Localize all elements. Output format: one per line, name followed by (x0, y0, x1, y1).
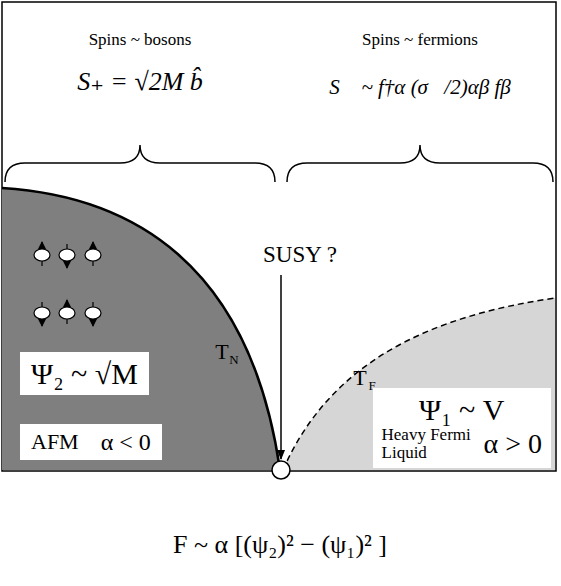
susy-arrow (280, 275, 282, 459)
fermi-liquid-region (283, 298, 555, 470)
regime-heading: Spins ~ fermions (362, 31, 478, 50)
phase-text: AFM (31, 430, 79, 454)
spin-lattice (34, 242, 101, 326)
order-parameter-box: Ψ₂ ~ √M (20, 352, 149, 395)
susy-label: SUSY ? (263, 242, 337, 267)
phase-text: α < 0 (101, 429, 151, 455)
frame (2, 2, 556, 471)
right-brace (287, 145, 553, 182)
temperature-subscript: N (229, 353, 238, 367)
order-parameter: Ψ₂ ~ √M (31, 357, 138, 390)
temperature-symbol: T (353, 366, 366, 390)
phase-box: Ψ₁ ~ VHeavy Fermi Liquid α > 0 (373, 388, 551, 468)
phase-box: AFM α < 0 (20, 424, 162, 460)
tn-curve (2, 188, 280, 470)
phase-text: Heavy Fermi Liquid (382, 426, 474, 463)
temperature-symbol: T (215, 340, 228, 364)
tf-curve (283, 298, 555, 470)
critical-point (272, 461, 290, 479)
boson-formula: S₊ = √2M b̂ (77, 68, 203, 97)
regime-heading: Spins ~ bosons (89, 31, 192, 50)
order-parameter: Ψ₁ ~ V (382, 393, 542, 426)
afm-region (2, 188, 280, 470)
phase-text: α > 0 (484, 429, 542, 460)
left-brace (5, 145, 275, 182)
fermion-formula: S⃗ ~ f†α (σ⃗/2)αβ fβ (329, 76, 510, 99)
free-energy-formula: F ~ α [(ψ₂)² − (ψ₁)² ] (173, 531, 387, 560)
